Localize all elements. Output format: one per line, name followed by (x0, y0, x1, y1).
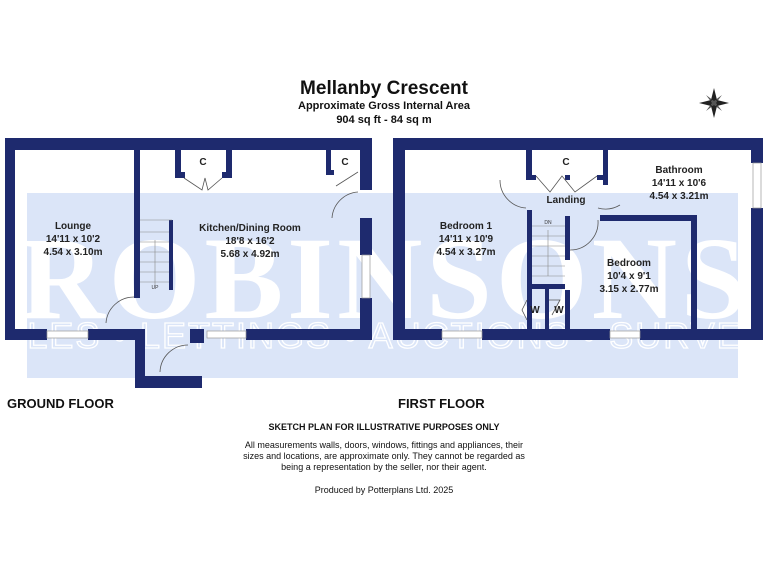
producer-credit: Produced by Potterplans Ltd. 2025 (314, 485, 454, 495)
disclaimer-line: sizes and locations, are approximate onl… (243, 451, 525, 461)
plan-subtitle: Approximate Gross Internal Area (298, 100, 470, 112)
cupboard-label: C (199, 157, 206, 168)
bedroom1-metric: 4.54 x 3.27m (437, 247, 496, 258)
wardrobe-label: W (530, 305, 540, 316)
bedroom-imperial: 10'4 x 9'1 (607, 271, 651, 282)
ground-floor-windows (46, 254, 371, 339)
disclaimer-line: All measurements walls, doors, windows, … (244, 440, 524, 450)
disclaimer-line: being a representation by the seller, no… (281, 462, 487, 472)
first-floor-windows (441, 162, 762, 339)
kitchen-imperial: 18'8 x 16'2 (225, 236, 275, 247)
ground-floor-label: GROUND FLOOR (7, 396, 114, 411)
landing-name: Landing (547, 195, 586, 206)
bedroom-name: Bedroom (607, 258, 651, 269)
bedroom1-imperial: 14'11 x 10'9 (439, 234, 494, 245)
stairs-down-label: DN (544, 220, 552, 226)
lounge-metric: 4.54 x 3.10m (44, 247, 103, 258)
cupboard-label: C (562, 157, 569, 168)
ground-floor-walls (5, 138, 372, 388)
bathroom-metric: 4.54 x 3.21m (650, 191, 709, 202)
plan-title: Mellanby Crescent (300, 78, 468, 99)
kitchen-metric: 5.68 x 4.92m (221, 249, 280, 260)
bathroom-imperial: 14'11 x 10'6 (652, 178, 707, 189)
first-floor-walls (393, 138, 763, 340)
ground-floor-doors (105, 171, 359, 373)
plan-area: 904 sq ft - 84 sq m (336, 114, 432, 126)
cupboard-label: C (341, 157, 348, 168)
lounge-name: Lounge (55, 221, 92, 232)
disclaimer-title: SKETCH PLAN FOR ILLUSTRATIVE PURPOSES ON… (268, 422, 500, 432)
lounge-imperial: 14'11 x 10'2 (46, 234, 101, 245)
stairs-up-label: UP (152, 285, 160, 291)
bedroom-metric: 3.15 x 2.77m (600, 284, 659, 295)
first-floor-doors (499, 175, 621, 321)
ground-stairs (140, 219, 172, 285)
wardrobe-label: W (554, 305, 564, 316)
bathroom-name: Bathroom (655, 165, 702, 176)
bedroom1-name: Bedroom 1 (440, 221, 493, 232)
compass-icon (699, 88, 729, 118)
watermark-band (27, 193, 738, 378)
first-stairs (532, 225, 565, 277)
watermark-brand: ROBINSONS (19, 213, 750, 344)
kitchen-name: Kitchen/Dining Room (199, 223, 301, 234)
first-floor-label: FIRST FLOOR (398, 396, 485, 411)
